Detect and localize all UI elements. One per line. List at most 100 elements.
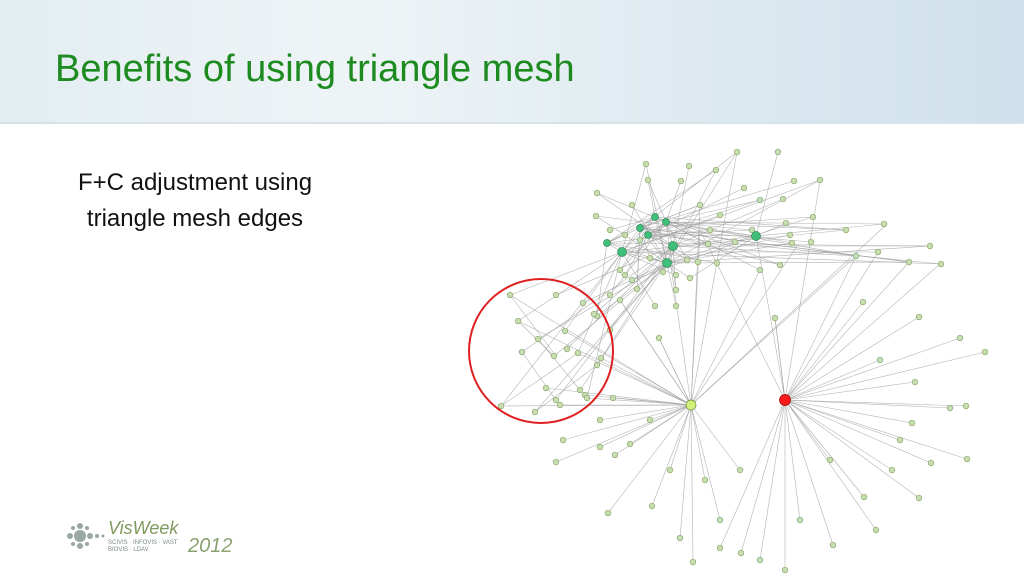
graph-node: [981, 348, 989, 356]
graph-edge: [690, 204, 701, 406]
graph-edge: [521, 245, 674, 353]
graph-node: [604, 509, 612, 517]
graph-edge: [784, 399, 913, 424]
graph-node: [872, 526, 880, 534]
graph-edge: [586, 251, 623, 399]
body-text: F+C adjustment using triangle mesh edges: [20, 165, 370, 237]
graph-node: [915, 313, 923, 321]
body-line-2: triangle mesh edges: [86, 205, 304, 232]
graph-edge: [784, 399, 920, 499]
header-band: [0, 0, 1024, 124]
graph-node: [576, 386, 584, 394]
graph-node: [694, 258, 702, 266]
graph-edge: [614, 404, 692, 456]
graph-node: [716, 211, 724, 219]
graph-edge: [596, 245, 674, 366]
graph-edge: [784, 381, 916, 401]
graph-edge: [647, 234, 942, 265]
graph-node: [888, 466, 896, 474]
graph-edge: [666, 261, 910, 264]
graph-edge: [649, 404, 692, 421]
graph-node: [779, 195, 787, 203]
graph-node: [874, 248, 882, 256]
graph-edge: [669, 259, 692, 406]
graph-node: [788, 239, 796, 247]
graph-node: [666, 466, 674, 474]
graph-edge: [500, 251, 623, 407]
graph-edge: [719, 399, 786, 549]
slide-title: Benefits of using triangle mesh: [55, 48, 575, 90]
graph-edge: [537, 262, 668, 340]
graph-edge: [755, 223, 885, 237]
graph-edge: [621, 251, 677, 276]
graph-node: [659, 268, 667, 276]
graph-edge: [621, 251, 656, 307]
graph-edge: [500, 352, 579, 407]
graph-edge: [654, 216, 847, 231]
graph-node: [672, 286, 680, 294]
graph-edge: [784, 399, 801, 521]
graph-node: [756, 196, 764, 204]
graph-node: [786, 231, 794, 239]
graph-edge: [577, 352, 692, 406]
graph-edge: [689, 235, 757, 279]
graph-node: [609, 394, 617, 402]
graph-edge: [755, 222, 787, 237]
graph-edge: [665, 221, 847, 231]
graph-node: [782, 219, 790, 227]
graph-edge: [537, 338, 581, 391]
graph-edge: [621, 251, 668, 264]
graph-node: [611, 451, 619, 459]
graph-node: [731, 238, 739, 246]
graph-edge: [665, 221, 753, 231]
graph-node: [927, 459, 935, 467]
graph-edge: [679, 404, 692, 539]
graph-node: [859, 298, 867, 306]
graph-edge: [740, 399, 786, 554]
graph-node: [651, 302, 659, 310]
graph-node: [514, 317, 522, 325]
hub-node: [685, 399, 697, 411]
graph-edge: [690, 404, 706, 481]
graph-edge: [666, 262, 677, 307]
graph-node: [796, 516, 804, 524]
graph-node: [497, 402, 505, 410]
graph-edge: [774, 317, 786, 401]
graph-edge: [607, 404, 692, 514]
graph-node: [672, 302, 680, 310]
graph-edge: [665, 180, 682, 223]
graph-edge: [564, 330, 692, 406]
graph-node: [646, 254, 654, 262]
graph-nodes: [497, 148, 989, 574]
logo-tagline-1: SCIVIS · INFOVIS · VAST: [108, 540, 178, 546]
graph-node: [781, 566, 789, 574]
graph-node: [583, 394, 591, 402]
graph-node: [756, 266, 764, 274]
graph-edges: [500, 151, 986, 570]
graph-edge: [784, 255, 857, 401]
graph-node: [633, 285, 641, 293]
graph-node: [712, 166, 720, 174]
graph-edge: [690, 269, 761, 406]
graph-node: [696, 201, 704, 209]
graph-node: [748, 226, 756, 234]
graph-edge: [784, 399, 932, 464]
graph-edge: [759, 399, 786, 561]
graph-node: [542, 384, 550, 392]
graph-node: [626, 440, 634, 448]
graph-edge: [665, 199, 761, 223]
graph-edge: [647, 179, 656, 218]
graph-edge: [755, 151, 779, 237]
graph-edge: [784, 399, 877, 531]
graph-edge: [624, 234, 649, 276]
graph-edge: [553, 262, 668, 357]
graph-node: [911, 378, 919, 386]
graph-node: [713, 259, 721, 267]
graph-edge: [555, 404, 692, 463]
graph-node: [628, 276, 636, 284]
graph-node: [771, 314, 779, 322]
graph-node: [896, 436, 904, 444]
graph-edge: [555, 245, 674, 401]
visweek-logo: VisWeek SCIVIS · INFOVIS · VAST BIOVIS ·…: [67, 518, 233, 557]
graph-edge: [690, 404, 694, 563]
